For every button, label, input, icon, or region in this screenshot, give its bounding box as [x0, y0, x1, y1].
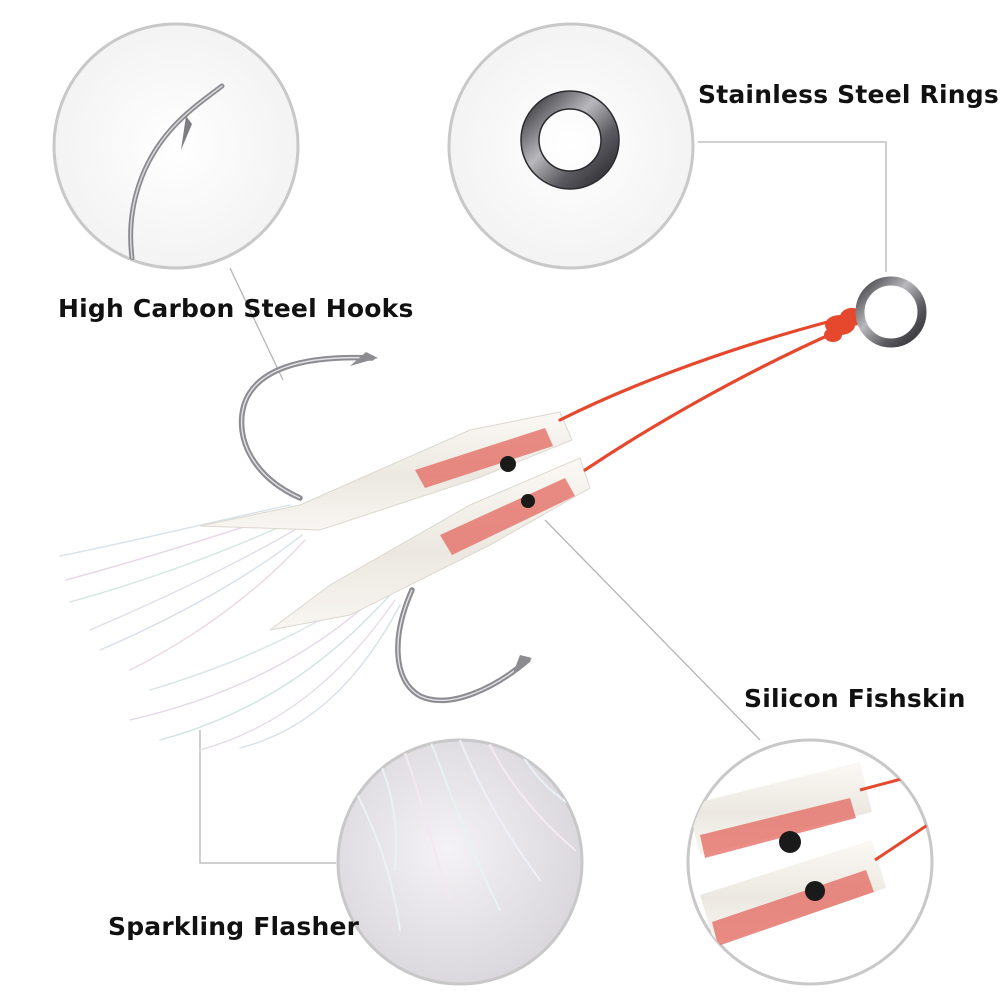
- lower-fishskin: [269, 457, 591, 631]
- sparkling-flasher-label: Sparkling Flasher: [108, 912, 360, 941]
- main-steel-ring: [855, 276, 927, 348]
- main-hook-upper: [238, 354, 375, 501]
- hook-barb-closeup: [181, 116, 192, 150]
- flasher-strands: [59, 504, 401, 751]
- silicon-fishskin-label: Silicon Fishskin: [744, 684, 966, 713]
- leader-lines: [199, 141, 887, 864]
- leader-line-skin: [544, 519, 761, 741]
- flasher-detail-circle: [336, 738, 584, 986]
- upper-fishskin-eye: [500, 456, 516, 472]
- main-product: [59, 276, 927, 751]
- ring-closeup: [521, 91, 619, 189]
- leader-line-hooks: [229, 267, 284, 381]
- upper-fishskin: [199, 411, 573, 531]
- assist-cords: [558, 318, 842, 472]
- leader-line-rings: [698, 141, 887, 272]
- leader-line-flasher: [199, 730, 336, 864]
- hook-detail-circle: [52, 22, 300, 270]
- lower-fishskin-eye: [521, 494, 535, 508]
- ring-detail-circle: [447, 22, 695, 270]
- main-hook-lower: [395, 587, 531, 703]
- fishskin-detail-circle: [686, 738, 934, 986]
- high-carbon-steel-hooks-label: High Carbon Steel Hooks: [58, 294, 414, 323]
- stainless-steel-rings-label: Stainless Steel Rings: [698, 80, 999, 109]
